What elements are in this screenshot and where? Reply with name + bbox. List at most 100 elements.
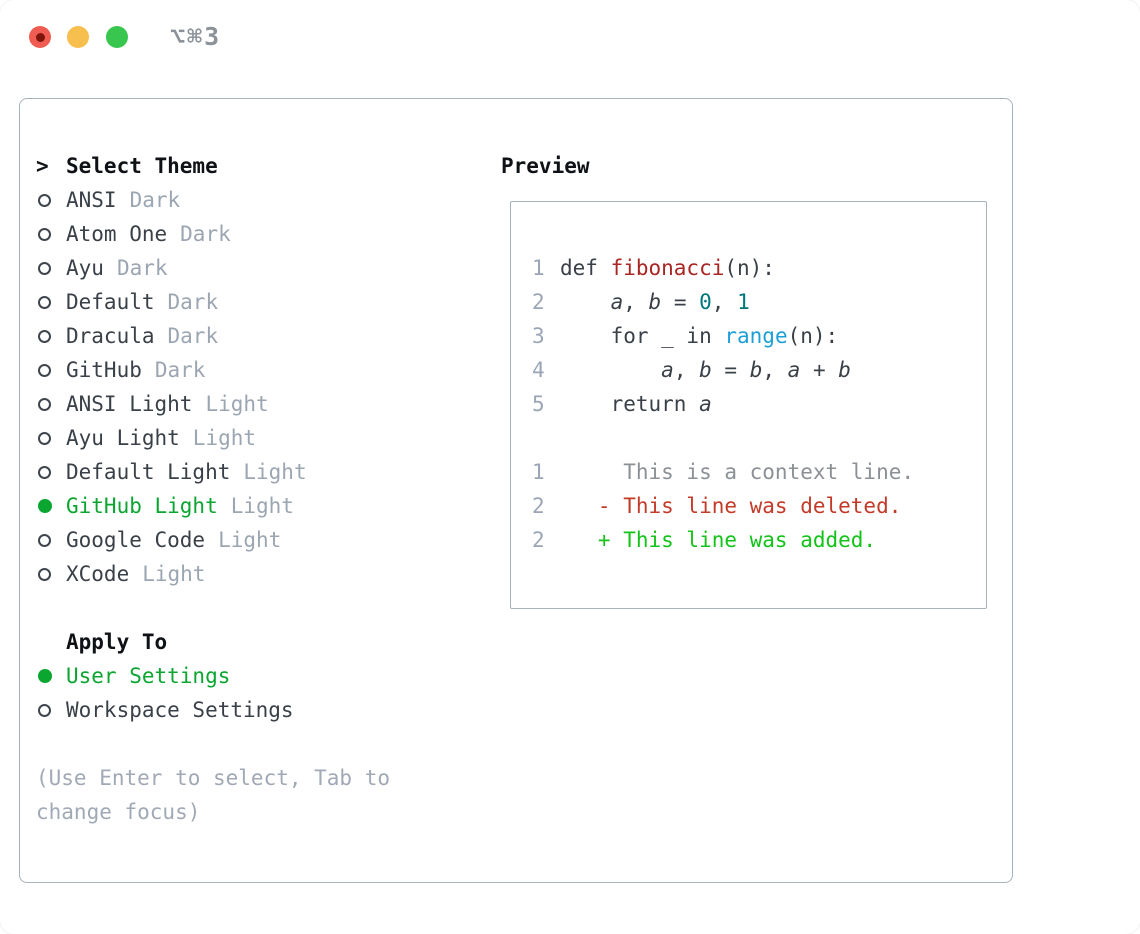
line-number: 1	[532, 256, 545, 280]
code-line	[532, 421, 986, 455]
code-token: (n):	[787, 324, 839, 348]
unsaved-indicator-dot	[35, 32, 45, 42]
line-number: 4	[532, 358, 545, 382]
code-line: 2 + This line was added.	[532, 523, 986, 557]
radio-unselected-icon	[38, 295, 51, 309]
radio-unselected-icon	[38, 227, 51, 241]
apply-option[interactable]: User Settings	[36, 659, 496, 693]
gutter	[36, 261, 66, 275]
code-token: fibonacci	[610, 256, 725, 280]
select-theme-title: Select Theme	[66, 154, 218, 178]
gutter	[36, 227, 66, 241]
gutter	[36, 567, 66, 581]
line-number: 2	[532, 494, 545, 518]
preview-title: Preview	[501, 154, 590, 178]
minimize-button[interactable]	[67, 26, 89, 48]
gutter	[36, 703, 66, 717]
code-content: return a	[560, 387, 712, 421]
gutter	[36, 499, 66, 513]
theme-variant-tag: Light	[142, 562, 206, 586]
radio-selected-icon	[38, 499, 52, 513]
theme-name: ANSI	[66, 188, 117, 212]
line-number: 1	[532, 460, 545, 484]
gutter	[36, 329, 66, 343]
line-number: 3	[532, 324, 545, 348]
line-number: 5	[532, 392, 545, 416]
theme-name: Dracula	[66, 324, 155, 348]
code-token: a	[787, 358, 801, 382]
code-content: a, b = b, a + b	[560, 353, 851, 387]
radio-unselected-icon	[38, 533, 51, 547]
gutter	[36, 295, 66, 309]
theme-variant-tag: Dark	[167, 324, 219, 348]
hint-line: change focus)	[36, 800, 201, 824]
code-token: def	[560, 256, 611, 280]
theme-name: Default Light	[66, 460, 231, 484]
theme-variant-tag: Light	[243, 460, 307, 484]
code-content: for _ in range(n):	[560, 319, 839, 353]
radio-unselected-icon	[38, 431, 51, 445]
theme-name: GitHub Light	[66, 494, 218, 518]
code-content: + This line was added.	[560, 523, 876, 557]
code-token: 0	[699, 290, 712, 314]
radio-unselected-icon	[38, 567, 51, 581]
code-line: 4 a, b = b, a + b	[532, 353, 986, 387]
theme-variant-tag: Light	[218, 528, 282, 552]
apply-option-label: User Settings	[66, 664, 231, 688]
zoom-button[interactable]	[106, 26, 128, 48]
code-token: =	[661, 290, 700, 314]
theme-name: Atom One	[66, 222, 168, 246]
theme-option[interactable]: ANSI Dark	[36, 183, 496, 217]
theme-option[interactable]: ANSI Light Light	[36, 387, 496, 421]
theme-name: Ayu	[66, 256, 104, 280]
window-title: ⌥⌘3	[170, 22, 222, 51]
code-token: ,	[762, 358, 788, 382]
code-line: 3 for _ in range(n):	[532, 319, 986, 353]
theme-variant-tag: Dark	[167, 290, 219, 314]
code-token: b	[648, 290, 662, 314]
theme-option[interactable]: XCode Light	[36, 557, 496, 591]
radio-unselected-icon	[38, 703, 51, 717]
code-token: b	[699, 358, 712, 382]
line-number: 2	[532, 528, 545, 552]
code-token	[560, 358, 661, 382]
code-token: for _ in	[560, 324, 725, 348]
theme-variant-tag: Dark	[129, 188, 181, 212]
line-number	[532, 421, 560, 455]
code-token	[560, 290, 611, 314]
gutter	[36, 669, 66, 683]
close-button[interactable]	[29, 26, 51, 48]
spacer	[36, 727, 496, 761]
apply-option[interactable]: Workspace Settings	[36, 693, 496, 727]
code-token: This is a context line.	[560, 460, 915, 484]
line-number: 2	[532, 290, 545, 314]
theme-variant-tag: Light	[205, 392, 269, 416]
code-line: 2 - This line was deleted.	[532, 489, 986, 523]
theme-option[interactable]: Dracula Dark	[36, 319, 496, 353]
apply-to-header: Apply To	[36, 625, 496, 659]
hint-line: (Use Enter to select, Tab to	[36, 766, 391, 790]
radio-selected-icon	[38, 669, 52, 683]
apply-option-label: Workspace Settings	[66, 698, 294, 722]
theme-name: ANSI Light	[66, 392, 193, 416]
gutter	[36, 431, 66, 445]
radio-unselected-icon	[38, 465, 51, 479]
theme-option[interactable]: Default Light Light	[36, 455, 496, 489]
theme-name: XCode	[66, 562, 130, 586]
apply-to-title: Apply To	[66, 630, 168, 654]
code-content: - This line was deleted.	[560, 489, 901, 523]
